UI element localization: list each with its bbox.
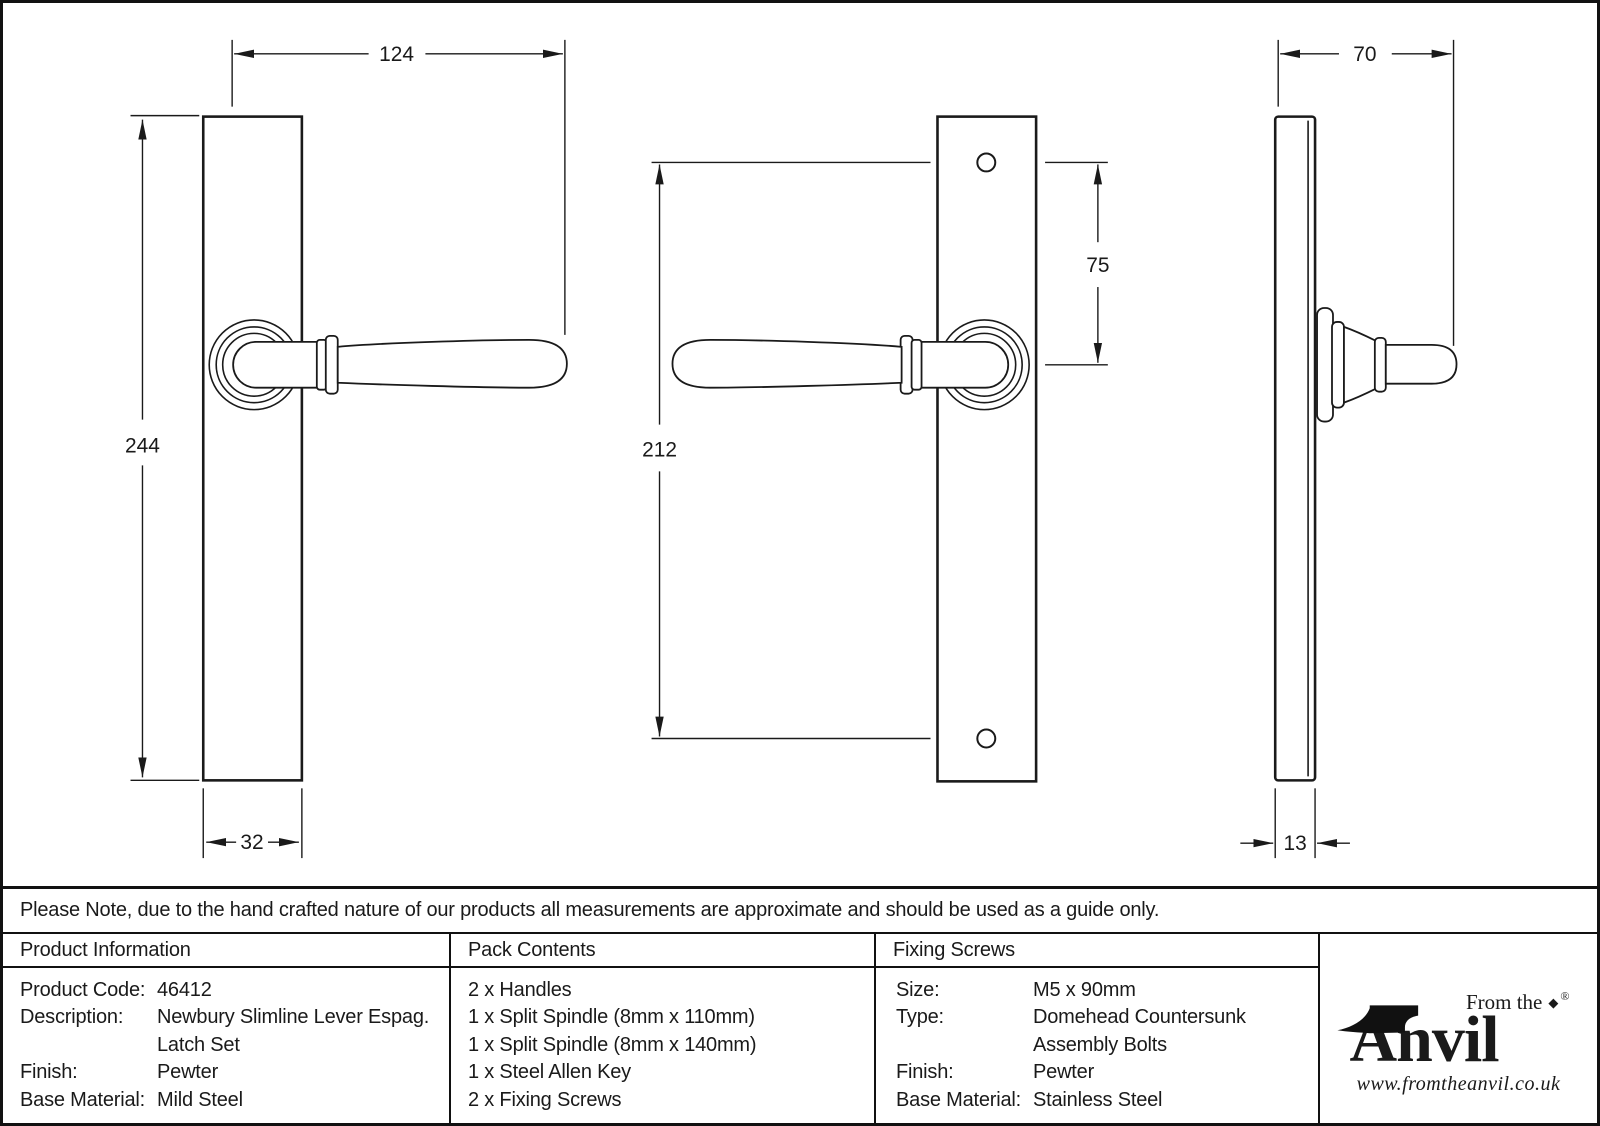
row-label: Description:: [20, 1006, 124, 1029]
list-item: 1 x Split Spindle (8mm x 140mm): [468, 1033, 757, 1056]
row-value: Newbury Slimline Lever Espag.: [157, 1006, 430, 1029]
pack-contents-header: Pack Contents: [451, 934, 874, 968]
table-row: Base Material: Stainless Steel: [896, 1087, 1318, 1114]
pack-contents-body: 2 x Handles 1 x Split Spindle (8mm x 110…: [451, 968, 874, 1123]
measurement-note-text: Please Note, due to the hand crafted nat…: [20, 899, 1160, 921]
brand-logo: From the ◆® Anvil www.fromtheanvil.co.uk: [1334, 989, 1584, 1096]
technical-drawing: 124 244 32: [125, 39, 1458, 859]
side-backplate: [1273, 115, 1317, 782]
list-item: 2 x Handles: [468, 979, 572, 1001]
dim-label-hole-to-handle: 75: [1086, 254, 1109, 277]
info-table: Product Information Product Code: 46412 …: [3, 934, 1597, 1123]
row-value: Mild Steel: [157, 1088, 243, 1111]
list-item: 2 x Fixing Screws: [468, 1088, 622, 1111]
side-rose-profile: [1316, 307, 1387, 423]
row-label: Base Material:: [20, 1088, 146, 1111]
screw-hole-bottom: [976, 728, 997, 749]
row-label: Finish:: [896, 1061, 954, 1084]
profile-lever-grip: [671, 338, 903, 389]
table-row: Base Material: Mild Steel: [20, 1087, 449, 1114]
dim-plate-height: [130, 114, 200, 782]
side-view: 70 13: [1240, 39, 1458, 859]
dim-handle-length: [231, 39, 566, 335]
logo-wordmark: Anvil: [1334, 1005, 1584, 1073]
screw-hole-top: [976, 152, 997, 173]
product-information-column: Product Information Product Code: 46412 …: [3, 934, 451, 1123]
row-value: M5 x 90mm: [1033, 979, 1136, 1001]
row-value: Pewter: [1033, 1061, 1095, 1084]
side-lever-grip: [1384, 343, 1458, 385]
row-label: Size:: [896, 979, 940, 1001]
table-row: Size: M5 x 90mm: [896, 977, 1318, 1004]
logo-name-rest: nvil: [1396, 1003, 1499, 1076]
row-value-line2: Assembly Bolts: [1033, 1033, 1167, 1056]
table-row: Type: Domehead Countersunk Assembly Bolt…: [896, 1004, 1318, 1059]
dim-hole-to-handle: [1045, 161, 1108, 366]
dim-label-fixing-centres: 212: [642, 438, 677, 461]
logo-website: www.fromtheanvil.co.uk: [1356, 1073, 1561, 1095]
product-information-body: Product Code: 46412 Description: Newbury…: [3, 968, 449, 1123]
row-value: Domehead Countersunk: [1033, 1006, 1246, 1029]
diamond-icon: ◆: [1548, 995, 1559, 1010]
table-row: Finish: Pewter: [896, 1059, 1318, 1086]
table-row: Finish: Pewter: [20, 1059, 449, 1086]
dim-label-plate-height: 244: [125, 434, 160, 457]
brand-logo-cell: From the ◆® Anvil www.fromtheanvil.co.uk: [1320, 934, 1597, 1123]
dim-label-side-depth: 70: [1353, 43, 1376, 66]
row-value-line2: Latch Set: [157, 1033, 240, 1056]
logo-tagline-text: From the: [1465, 990, 1543, 1014]
logo-tagline: From the ◆®: [1334, 989, 1584, 1014]
row-value: 46412: [157, 979, 212, 1001]
dim-label-plate-thickness: 13: [1284, 832, 1307, 855]
profile-lever-collar: [899, 334, 923, 395]
row-value: Pewter: [157, 1061, 219, 1084]
profile-view: 212 75: [642, 115, 1110, 783]
fixing-screws-column: Fixing Screws Size: M5 x 90mm Type: Dome…: [876, 934, 1320, 1123]
dim-label-plate-width: 32: [240, 831, 263, 854]
list-item: 1 x Split Spindle (8mm x 110mm): [468, 1006, 755, 1029]
dim-plate-width: [202, 788, 303, 859]
list-item: 1 x Steel Allen Key: [468, 1061, 631, 1084]
front-view: 124 244 32: [125, 39, 568, 859]
pack-contents-column: Pack Contents 2 x Handles 1 x Split Spin…: [451, 934, 876, 1123]
front-backplate: [201, 115, 304, 782]
row-label: Type:: [896, 1006, 944, 1029]
profile-lever-neck: [903, 340, 1010, 389]
dim-label-handle-length: 124: [379, 43, 414, 66]
product-information-header: Product Information: [3, 934, 449, 968]
bottom-panel: Please Note, due to the hand crafted nat…: [3, 886, 1597, 1123]
row-label: Base Material:: [896, 1088, 1022, 1111]
row-label: Finish:: [20, 1061, 78, 1084]
dim-plate-thickness: [1240, 788, 1350, 859]
front-lever-collar: [315, 334, 339, 395]
anvil-icon: [1336, 1005, 1418, 1034]
dim-fixing-centres: [651, 161, 931, 740]
measurement-note: Please Note, due to the hand crafted nat…: [3, 889, 1597, 934]
profile-backplate: [936, 115, 1038, 783]
front-lever-neck: [232, 340, 319, 389]
table-row: Product Code: 46412: [20, 977, 449, 1004]
dim-side-depth: [1277, 39, 1455, 346]
table-row: Description: Newbury Slimline Lever Espa…: [20, 1004, 449, 1059]
fixing-screws-body: Size: M5 x 90mm Type: Domehead Countersu…: [876, 968, 1318, 1123]
front-lever-grip: [336, 338, 568, 389]
row-value: Stainless Steel: [1033, 1088, 1163, 1111]
row-label: Product Code:: [20, 979, 146, 1001]
fixing-screws-header: Fixing Screws: [876, 934, 1318, 968]
registered-mark: ®: [1560, 989, 1570, 1003]
